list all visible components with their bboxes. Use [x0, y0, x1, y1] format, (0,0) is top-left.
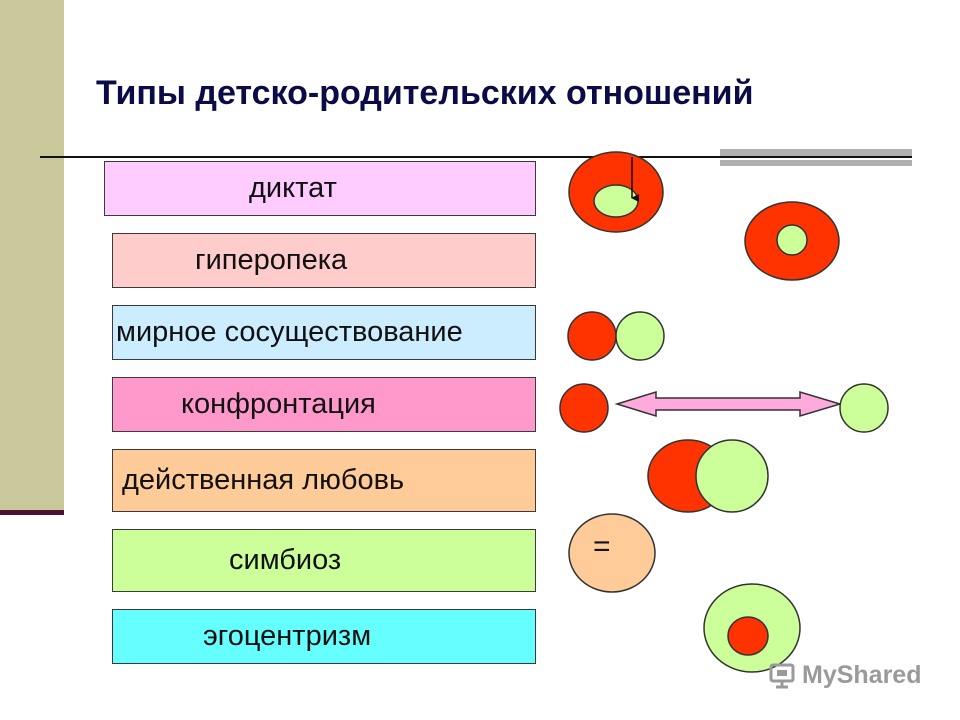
confrontation-child-circle [839, 383, 889, 433]
hyperopeka-diagram [744, 201, 840, 281]
side-decor-line [0, 510, 64, 515]
hyperopeka-child-circle [776, 224, 808, 256]
type-box-diktat: диктат [104, 161, 536, 216]
type-label-peaceful-coexistence: мирное сосуществование [116, 315, 463, 348]
type-label-diktat: диктат [249, 171, 337, 204]
type-box-confrontation: конфронтация [112, 377, 536, 432]
type-box-peaceful-coexistence: мирное сосуществование [112, 305, 536, 360]
diktat-diagram [568, 151, 664, 233]
type-label-hyperopeka: гиперопека [195, 243, 348, 276]
type-label-active-love: действенная любовь [122, 463, 405, 496]
coexistence-child-circle [615, 311, 665, 361]
type-label-confrontation: конфронтация [181, 387, 376, 420]
type-box-egocentrism: эгоцентризм [112, 609, 536, 664]
watermark-text: MyShared [802, 660, 922, 689]
type-label-egocentrism: эгоцентризм [203, 619, 372, 652]
confrontation-double-arrow [614, 390, 843, 418]
watermark: MyShared [768, 658, 921, 692]
title-underline [40, 156, 912, 158]
confrontation-parent-circle [559, 383, 609, 433]
title-accent-bar-lower [720, 160, 912, 166]
active-love-diagram [647, 439, 769, 513]
symbiosis-circle [568, 513, 656, 593]
symbiosis-equals-sign: = [593, 530, 611, 563]
symbiosis-diagram: = [568, 513, 656, 593]
type-box-symbiosis: симбиоз [112, 529, 536, 592]
title-accent-bar [720, 149, 912, 156]
egocentrism-parent-circle [727, 616, 769, 656]
side-decor-bar [0, 0, 64, 512]
type-box-hyperopeka: гиперопека [112, 233, 536, 288]
slide-title: Типы детско-родительских отношений [96, 74, 754, 112]
confrontation-diagram [559, 383, 889, 433]
egocentrism-diagram [703, 583, 801, 673]
peaceful-coexistence-diagram [567, 311, 665, 361]
active-love-child-circle [695, 439, 769, 513]
myshared-logo-icon [769, 663, 795, 689]
type-box-active-love: действенная любовь [112, 449, 536, 512]
type-label-symbiosis: симбиоз [229, 543, 342, 576]
coexistence-parent-circle [567, 311, 617, 361]
